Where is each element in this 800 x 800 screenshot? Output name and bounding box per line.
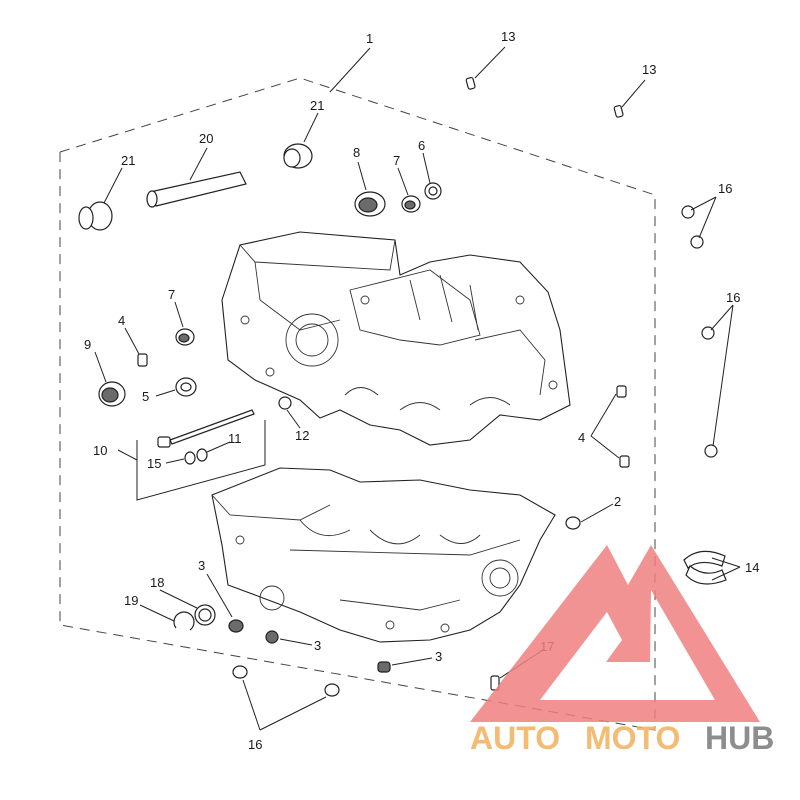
callout-10: 10 — [93, 443, 107, 458]
lower-crankcase — [211, 467, 556, 643]
dowel-13-top — [465, 76, 476, 90]
callout-9: 9 — [84, 337, 91, 352]
callout-21: 21 — [121, 153, 135, 168]
bearing-8 — [354, 191, 386, 217]
upper-crankcase — [221, 231, 571, 446]
callout-16: 16 — [248, 737, 262, 752]
plug-3-b — [265, 630, 279, 644]
assembly-frame — [59, 77, 656, 731]
callout-19: 19 — [124, 593, 138, 608]
dowel-4-right-top — [616, 385, 627, 398]
bush-21-top — [283, 143, 313, 169]
plug-16-d — [704, 444, 718, 458]
callout-14: 14 — [745, 560, 759, 575]
callout-4: 4 — [118, 313, 125, 328]
callout-2: 2 — [614, 494, 621, 509]
plug-16-f — [324, 683, 340, 697]
callout-12: 12 — [295, 428, 309, 443]
callout-3: 3 — [435, 649, 442, 664]
callout-8: 8 — [353, 145, 360, 160]
circlip-19 — [173, 611, 195, 631]
tube-20 — [146, 171, 247, 208]
dowel-4-right-bottom — [619, 455, 630, 468]
callout-21: 21 — [310, 98, 324, 113]
logo-text-auto: AUTO — [470, 720, 560, 756]
callout-4: 4 — [578, 430, 585, 445]
callout-20: 20 — [199, 131, 213, 146]
seal-18 — [194, 604, 216, 626]
bush-14 — [683, 550, 727, 585]
bearing-7-top — [401, 195, 421, 213]
washer-11 — [196, 448, 208, 462]
callout-3: 3 — [198, 558, 205, 573]
callout-15: 15 — [147, 456, 161, 471]
callout-16: 16 — [726, 290, 740, 305]
plug-16-b — [690, 235, 704, 249]
callout-3: 3 — [314, 638, 321, 653]
callout-13: 13 — [642, 62, 656, 77]
seal-6 — [424, 182, 442, 200]
plug-2 — [565, 516, 581, 530]
washer-15 — [184, 451, 196, 465]
washer-5 — [175, 377, 197, 397]
plug-3-a — [228, 619, 244, 633]
callout-11: 11 — [228, 431, 242, 446]
dowel-13-right — [613, 104, 624, 118]
callout-16: 16 — [718, 181, 732, 196]
bearing-7-mid — [175, 328, 195, 346]
dowel-4-left — [137, 353, 148, 367]
callout-18: 18 — [150, 575, 164, 590]
callout-7: 7 — [168, 287, 175, 302]
callout-13: 13 — [501, 29, 515, 44]
logo-text-hub: HUB — [705, 720, 774, 756]
callout-7: 7 — [393, 153, 400, 168]
plug-16-e — [232, 665, 248, 679]
callout-1: 1 — [366, 31, 373, 46]
oring-12 — [278, 396, 292, 410]
plug-16-a — [681, 205, 695, 219]
callout-5: 5 — [142, 389, 149, 404]
plug-3-c — [377, 661, 391, 673]
bolt-10 — [157, 409, 255, 448]
bearing-9 — [98, 381, 126, 407]
bush-21-left — [78, 201, 113, 231]
automotohub-logo: AUTO MOTO HUB — [470, 545, 774, 756]
logo-triangle-mark — [470, 545, 760, 722]
callout-6: 6 — [418, 138, 425, 153]
logo-text-moto: MOTO — [585, 720, 680, 756]
